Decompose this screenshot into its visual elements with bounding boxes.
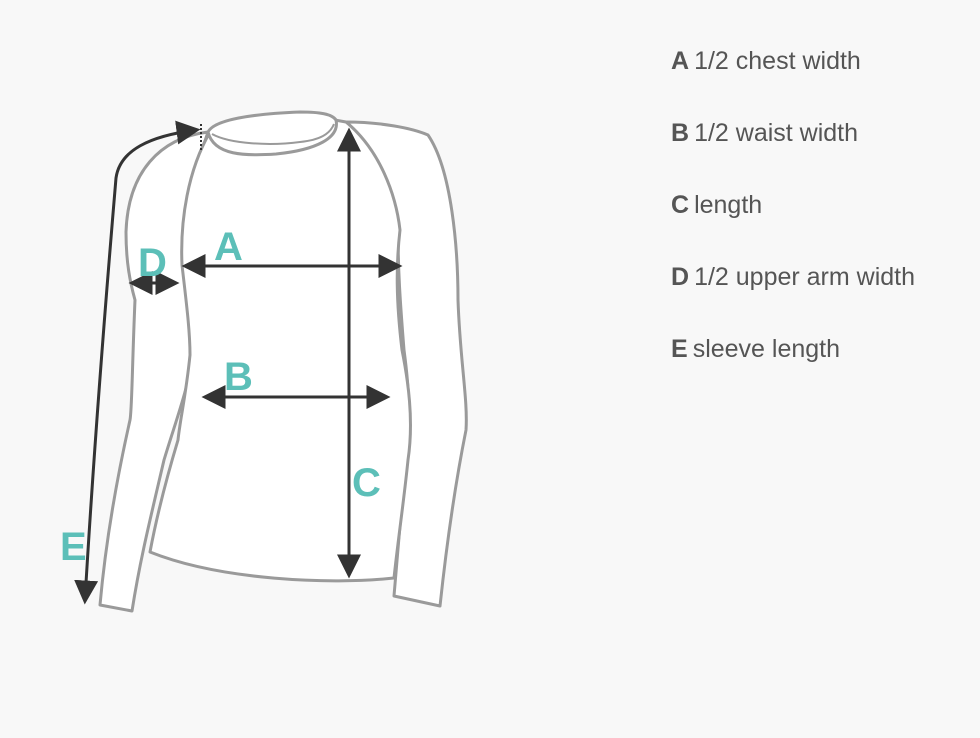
legend-label: 1/2 upper arm width [694, 263, 916, 291]
legend-label: 1/2 waist width [694, 119, 859, 147]
marker-c: C [352, 461, 381, 505]
collar [206, 110, 338, 157]
marker-b: B [224, 355, 253, 399]
sleeve-length-arrow [74, 120, 201, 605]
legend-key: C [671, 191, 690, 219]
legend-key: E [671, 335, 688, 363]
shirt-measurement-diagram: A B C D E [60, 110, 468, 613]
shirt-outline [98, 110, 468, 613]
legend-label: sleeve length [692, 335, 841, 363]
legend-label: length [694, 191, 763, 219]
legend-key: B [671, 119, 690, 147]
measurement-arrows [74, 120, 403, 605]
legend-key: A [671, 47, 690, 75]
shirt-body [148, 116, 412, 583]
collar-inner [211, 123, 335, 145]
marker-a: A [214, 225, 243, 269]
marker-e: E [60, 525, 87, 569]
marker-d: D [138, 241, 167, 285]
legend-label: 1/2 chest width [694, 47, 861, 75]
legend-key: D [671, 263, 690, 291]
